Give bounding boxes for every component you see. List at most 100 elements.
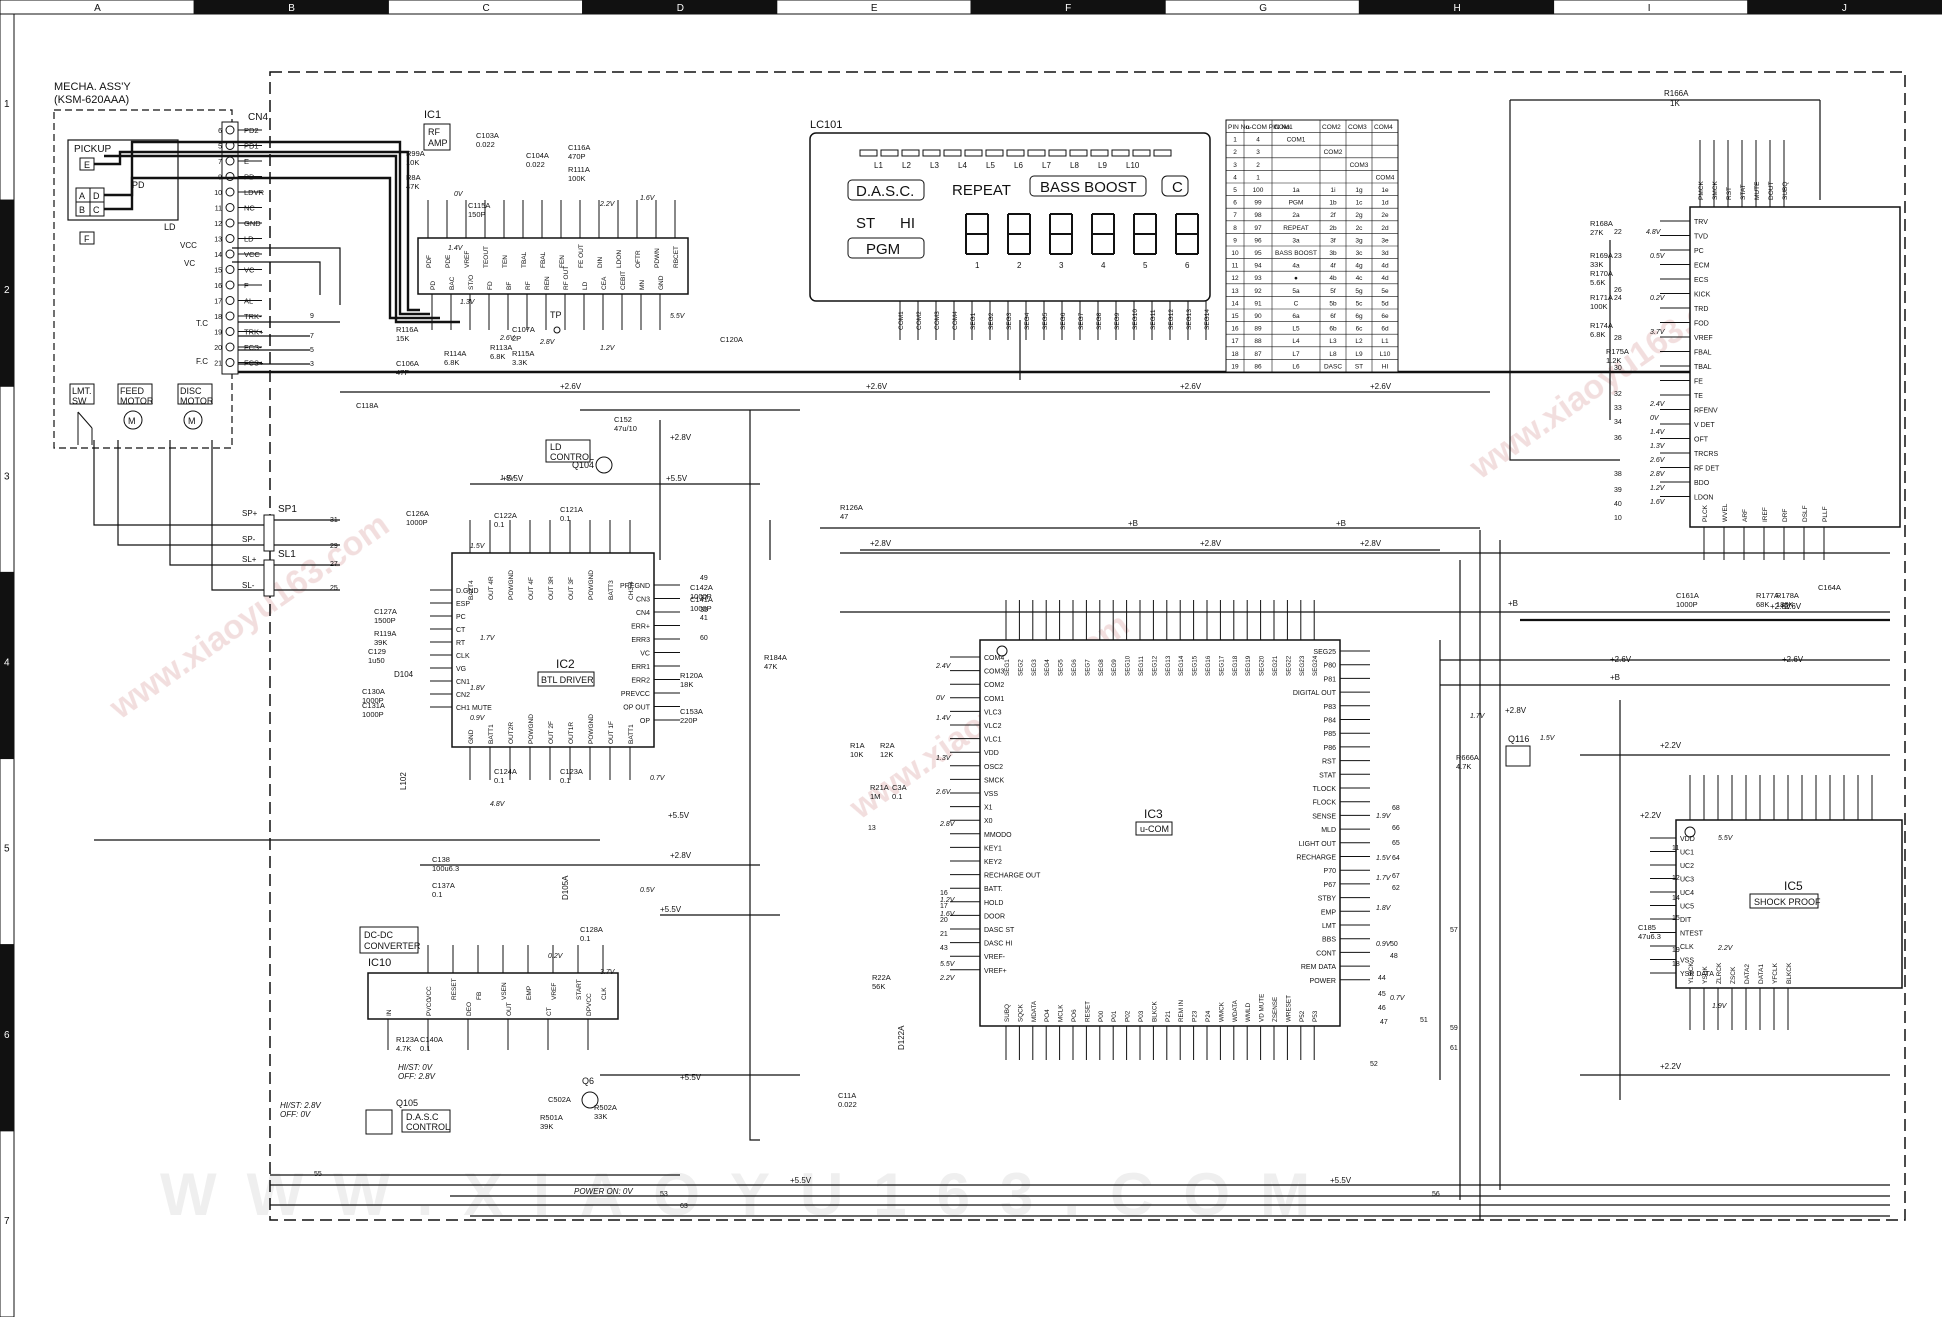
mecha-assembly: MECHA. ASS'Y (KSM-620AAA) PICKUP E A B D… (53, 81, 233, 449)
ic2-right-pin-label: OP OUT (623, 705, 650, 712)
lc-hi: HI (900, 215, 915, 232)
q105-ref: Q105 (396, 1098, 418, 1108)
component-value: 150P (468, 210, 486, 219)
ic1-top-pin-label: FE OUT (578, 244, 585, 268)
cn4-pin-number: 17 (214, 299, 222, 306)
voltage-annotation: 0V (454, 191, 464, 198)
pin-table-cell: 14 (1231, 300, 1239, 307)
pin-table-cell: 1g (1355, 187, 1363, 194)
cn4-pin-dot (225, 156, 235, 166)
component-value: 47K (406, 182, 419, 191)
ic3-right-pin-label: LMT (1322, 923, 1337, 930)
ic3-top-pin-label: SEG17 (1218, 655, 1225, 676)
component-ref: C104A (526, 151, 549, 160)
voltage-annotation: 1.4V (936, 715, 952, 722)
component-value: 39K (374, 638, 387, 647)
pin-table-cell: 2f (1330, 212, 1336, 219)
voltage-annotation: 2.2V (599, 201, 616, 208)
rail-28-f: +2.8V (1505, 706, 1527, 715)
ic2-top-pin-label: BATT4 (468, 580, 475, 600)
sl1-ref: SL1 (278, 549, 296, 560)
hist-2: OFF: 0V (280, 1110, 311, 1119)
component-ref: R113A (490, 343, 512, 352)
ic3-top-pin-label: SEG15 (1192, 655, 1199, 676)
pin-table-cell: 1d (1381, 200, 1389, 207)
servo-bottom-pin-label: DSLF (1802, 505, 1809, 522)
pin-table-cell: COM4 (1376, 174, 1395, 181)
pin-table-cell: COM2 (1324, 149, 1343, 156)
pin-table-cell: 6b (1329, 326, 1337, 333)
ic3-right-pin-label: P86 (1324, 745, 1337, 752)
voltage-annotation: 1.6V (1650, 499, 1666, 506)
hist-1: HI/ST: 2.8V (280, 1101, 321, 1110)
q116-transistor (1505, 745, 1531, 767)
component-ref: R126A (840, 503, 863, 512)
ic2-left-pin-label: ESP (456, 601, 470, 608)
grid-col-label: H (1454, 3, 1461, 14)
ic2-right-pin-label: CN3 (636, 597, 650, 604)
voltage-annotation: 1.2V (1650, 485, 1666, 492)
ic2-bottom-pin-label: POWGND (588, 714, 595, 744)
ic2-bottom-pin-label: OUT 1F (608, 721, 615, 744)
sheet-connector-number: 49 (700, 575, 708, 582)
grid-row-label: 6 (4, 1030, 10, 1041)
component-value: 1M (870, 792, 880, 801)
ic3-bottom-pin-label: P53 (1312, 1010, 1319, 1022)
lc-pin-label: SEG13 (1186, 309, 1193, 330)
rail-55-b: +5.5V (666, 474, 688, 483)
component-ref: C164A (1818, 583, 1841, 592)
cn4-pin-number: 5 (218, 144, 222, 151)
sheet-connector-number: 66 (1392, 825, 1400, 832)
component-ref: C131A (362, 701, 385, 710)
ic2-bottom-pin-label: OUT 2F (548, 721, 555, 744)
lc-digit-segments (1007, 213, 1031, 255)
pin-table-cell: REPEAT (1283, 225, 1309, 232)
lc-level-segment (859, 149, 878, 157)
lc-pgm: PGM (866, 241, 900, 258)
component-ref: R111A (568, 165, 590, 174)
pin-table-cell: 6a (1292, 313, 1300, 320)
ic3-left-pin-label: RECHARGE OUT (984, 873, 1041, 880)
ic5-left-pin-label: NTEST (1680, 931, 1704, 938)
ic5-left-pin-label: UC4 (1680, 890, 1694, 897)
ic10-name-1: DC-DC (364, 930, 393, 940)
ic3-bottom-pin-label: WDATA (1232, 999, 1239, 1022)
component-ref: C11A (838, 1091, 856, 1100)
sheet-connector-number: 64 (1392, 855, 1400, 862)
ic2-bottom-pin-label: BATT1 (488, 724, 495, 744)
rail-55-g: +5.5V (1330, 1176, 1352, 1185)
sheet-connector-number: 17 (940, 903, 948, 910)
voltage-annotation: 2.8V (1649, 471, 1666, 478)
voltage-annotation: 1.3V (936, 755, 952, 762)
servo-left-pin-label: OFT (1694, 437, 1709, 444)
ic1-bottom-pin-label: REN (544, 276, 551, 290)
pin-table-cell: 3c (1356, 250, 1364, 257)
ic2-bottom-pin-label: POWGND (528, 714, 535, 744)
cn4-pin-dot (225, 249, 235, 259)
pin-table-cell: 1c (1356, 200, 1364, 207)
ic3-right-pin-label: POWER (1310, 978, 1336, 985)
pd-label: PD (132, 180, 145, 190)
pin-table-cell: 89 (1254, 326, 1262, 333)
component-value: 56K (872, 982, 885, 991)
component-value: 100K (1590, 302, 1608, 311)
pickup-label: PICKUP (74, 144, 112, 155)
voltage-annotation: 3.7V (600, 969, 616, 976)
sheet-connector-number: 31 (330, 517, 338, 524)
ic2-top-pin-label: OUT 4F (528, 577, 535, 600)
grid-col-label: I (1648, 3, 1651, 14)
r166a-ref: R166A (1664, 89, 1689, 98)
ic3-left-pin-label: VREF- (984, 954, 1006, 961)
pin-table-cell: COM1 (1287, 137, 1306, 144)
grid-col-band (1553, 0, 1749, 15)
ic3-left-pin-label: VLC2 (984, 723, 1002, 730)
pin-table-cell: 16 (1231, 326, 1239, 333)
pickup-pin-c: C (93, 205, 100, 215)
lc-level-segment (1006, 149, 1025, 157)
lc-digit-segments (1175, 213, 1199, 255)
voltage-annotation: 4.8V (490, 801, 506, 808)
ic10-top-pin-label: CLK (601, 987, 608, 1000)
lc-repeat: REPEAT (952, 182, 1011, 199)
sheet-connector-number: 18 (1672, 961, 1680, 968)
